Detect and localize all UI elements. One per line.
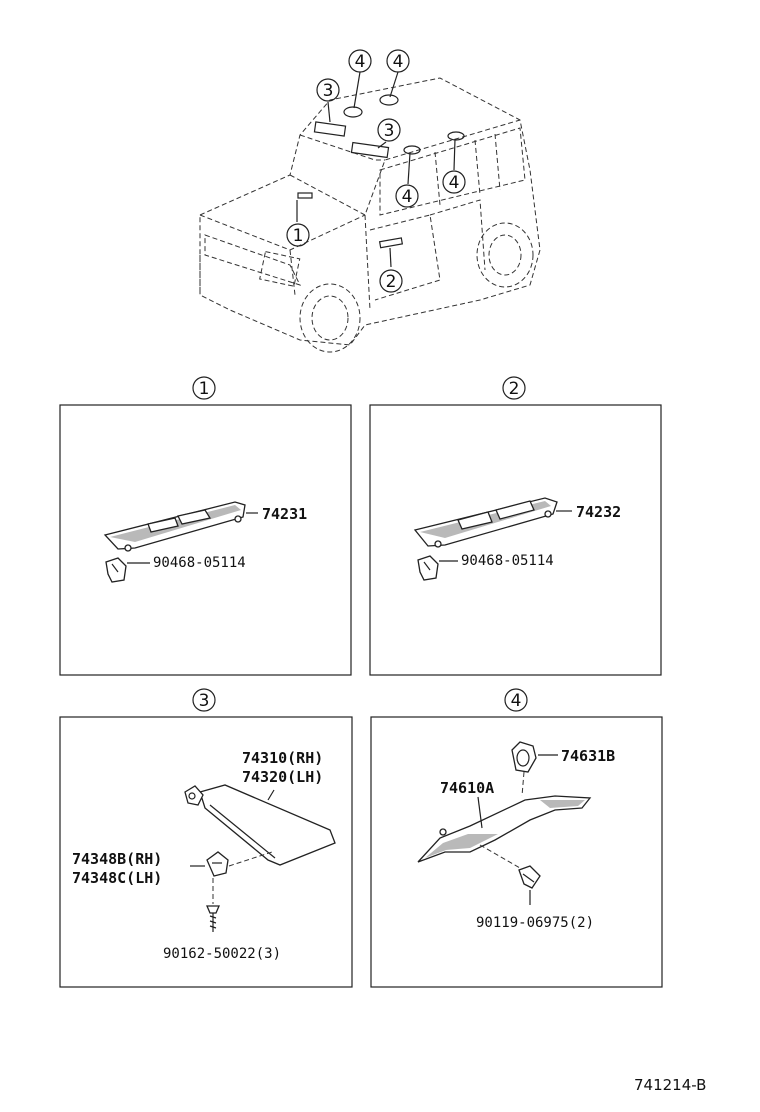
overview-callout-2: 2	[386, 272, 397, 292]
diagram-code: 741214-B	[634, 1076, 706, 1094]
overview-callout-1: 1	[293, 226, 304, 246]
label-74320-lh: 74320(LH)	[242, 768, 323, 786]
overview-callout-4-a: 4	[355, 52, 366, 72]
label-74231: 74231	[262, 505, 307, 523]
panel-1-title: 1	[199, 379, 210, 399]
panel-3: 3 74310(RH) 74320(LH) 74348B(RH) 74348C(…	[59, 688, 353, 988]
panel-4: 4 74631B 74610A 90119-06975(2)	[370, 688, 663, 988]
label-90468-05114-p1: 90468-05114	[153, 555, 246, 571]
label-74232: 74232	[576, 503, 621, 521]
panel-3-frame	[59, 716, 353, 988]
overview-callout-4-c: 4	[402, 187, 413, 207]
overview-callout-3-rear: 3	[384, 121, 395, 141]
label-74631b: 74631B	[561, 747, 615, 765]
panel-1: 1 74231 90468-05114	[59, 376, 352, 676]
label-74348b-rh: 74348B(RH)	[72, 850, 162, 868]
panel-2: 2 74232 90468-05114	[369, 376, 662, 676]
sun-visor	[199, 784, 336, 866]
label-74310-rh: 74310(RH)	[242, 749, 323, 767]
panel-3-title: 3	[199, 691, 210, 711]
label-90119-06975: 90119-06975(2)	[476, 915, 594, 931]
label-90162-50022: 90162-50022(3)	[163, 946, 281, 962]
overview-callout-4-d: 4	[449, 173, 460, 193]
overview-callout-4-b: 4	[393, 52, 404, 72]
vehicle-overview: 1 2 3 3 4 4 4 4	[199, 49, 541, 353]
panel-4-title: 4	[511, 691, 522, 711]
label-90468-05114-p2: 90468-05114	[461, 553, 554, 569]
label-74348c-lh: 74348C(LH)	[72, 869, 162, 887]
grip-cap	[511, 741, 537, 773]
panel-2-frame	[369, 404, 662, 676]
panel-2-title: 2	[509, 379, 520, 399]
panel-4-frame	[370, 716, 663, 988]
label-74610a: 74610A	[440, 779, 494, 797]
panel-1-frame	[59, 404, 352, 676]
overview-callout-3-front: 3	[323, 81, 334, 101]
visor-holder	[206, 851, 229, 877]
